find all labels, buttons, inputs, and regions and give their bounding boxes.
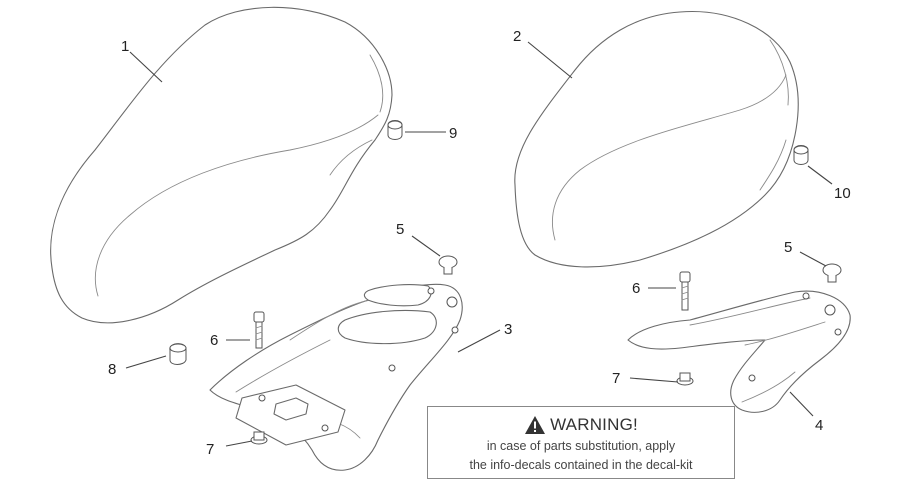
callout-3: 3 — [504, 321, 512, 338]
warning-text-line-2: the info-decals contained in the decal-k… — [469, 458, 693, 472]
bumper-9 — [387, 120, 403, 140]
carrier-4 — [627, 290, 851, 413]
callout-1: 1 — [121, 38, 129, 55]
callout-6-right: 6 — [632, 280, 640, 297]
carrier-3 — [209, 283, 463, 471]
callout-9: 9 — [449, 125, 457, 142]
callout-4: 4 — [815, 417, 823, 434]
leader-8 — [125, 355, 167, 369]
leader-2 — [527, 41, 573, 79]
callout-5-left: 5 — [396, 221, 404, 238]
seat-1 — [50, 6, 393, 324]
screw-6-right — [679, 271, 691, 311]
callout-8: 8 — [108, 361, 116, 378]
callout-6-left: 6 — [210, 332, 218, 349]
cap-5-right — [822, 263, 842, 283]
leader-7a — [225, 440, 253, 447]
callout-5-right: 5 — [784, 239, 792, 256]
leader-1 — [129, 51, 163, 83]
warning-text-line-1: in case of parts substitution, apply — [486, 439, 676, 453]
bumper-10 — [793, 145, 809, 165]
warning-title: WARNING! — [550, 415, 638, 434]
callout-2: 2 — [513, 28, 521, 45]
cap-5-left — [438, 255, 458, 275]
callout-7-left: 7 — [206, 441, 214, 458]
screw-6-left — [253, 311, 265, 349]
leader-5a — [411, 235, 441, 257]
bumper-8 — [169, 343, 187, 365]
leader-10 — [807, 165, 833, 185]
leader-5b — [799, 251, 827, 267]
leader-4 — [789, 391, 814, 417]
warning-header: WARNING! — [428, 413, 734, 437]
washer-7-right — [676, 372, 694, 386]
seat-2 — [514, 10, 799, 268]
warning-triangle-icon — [525, 416, 546, 434]
leader-3 — [457, 329, 501, 353]
callout-10: 10 — [834, 185, 851, 202]
callout-7-right: 7 — [612, 370, 620, 387]
warning-notice: WARNING! in case of parts substitution, … — [427, 406, 735, 479]
leader-7b — [629, 377, 679, 383]
washer-7-left — [250, 431, 268, 445]
